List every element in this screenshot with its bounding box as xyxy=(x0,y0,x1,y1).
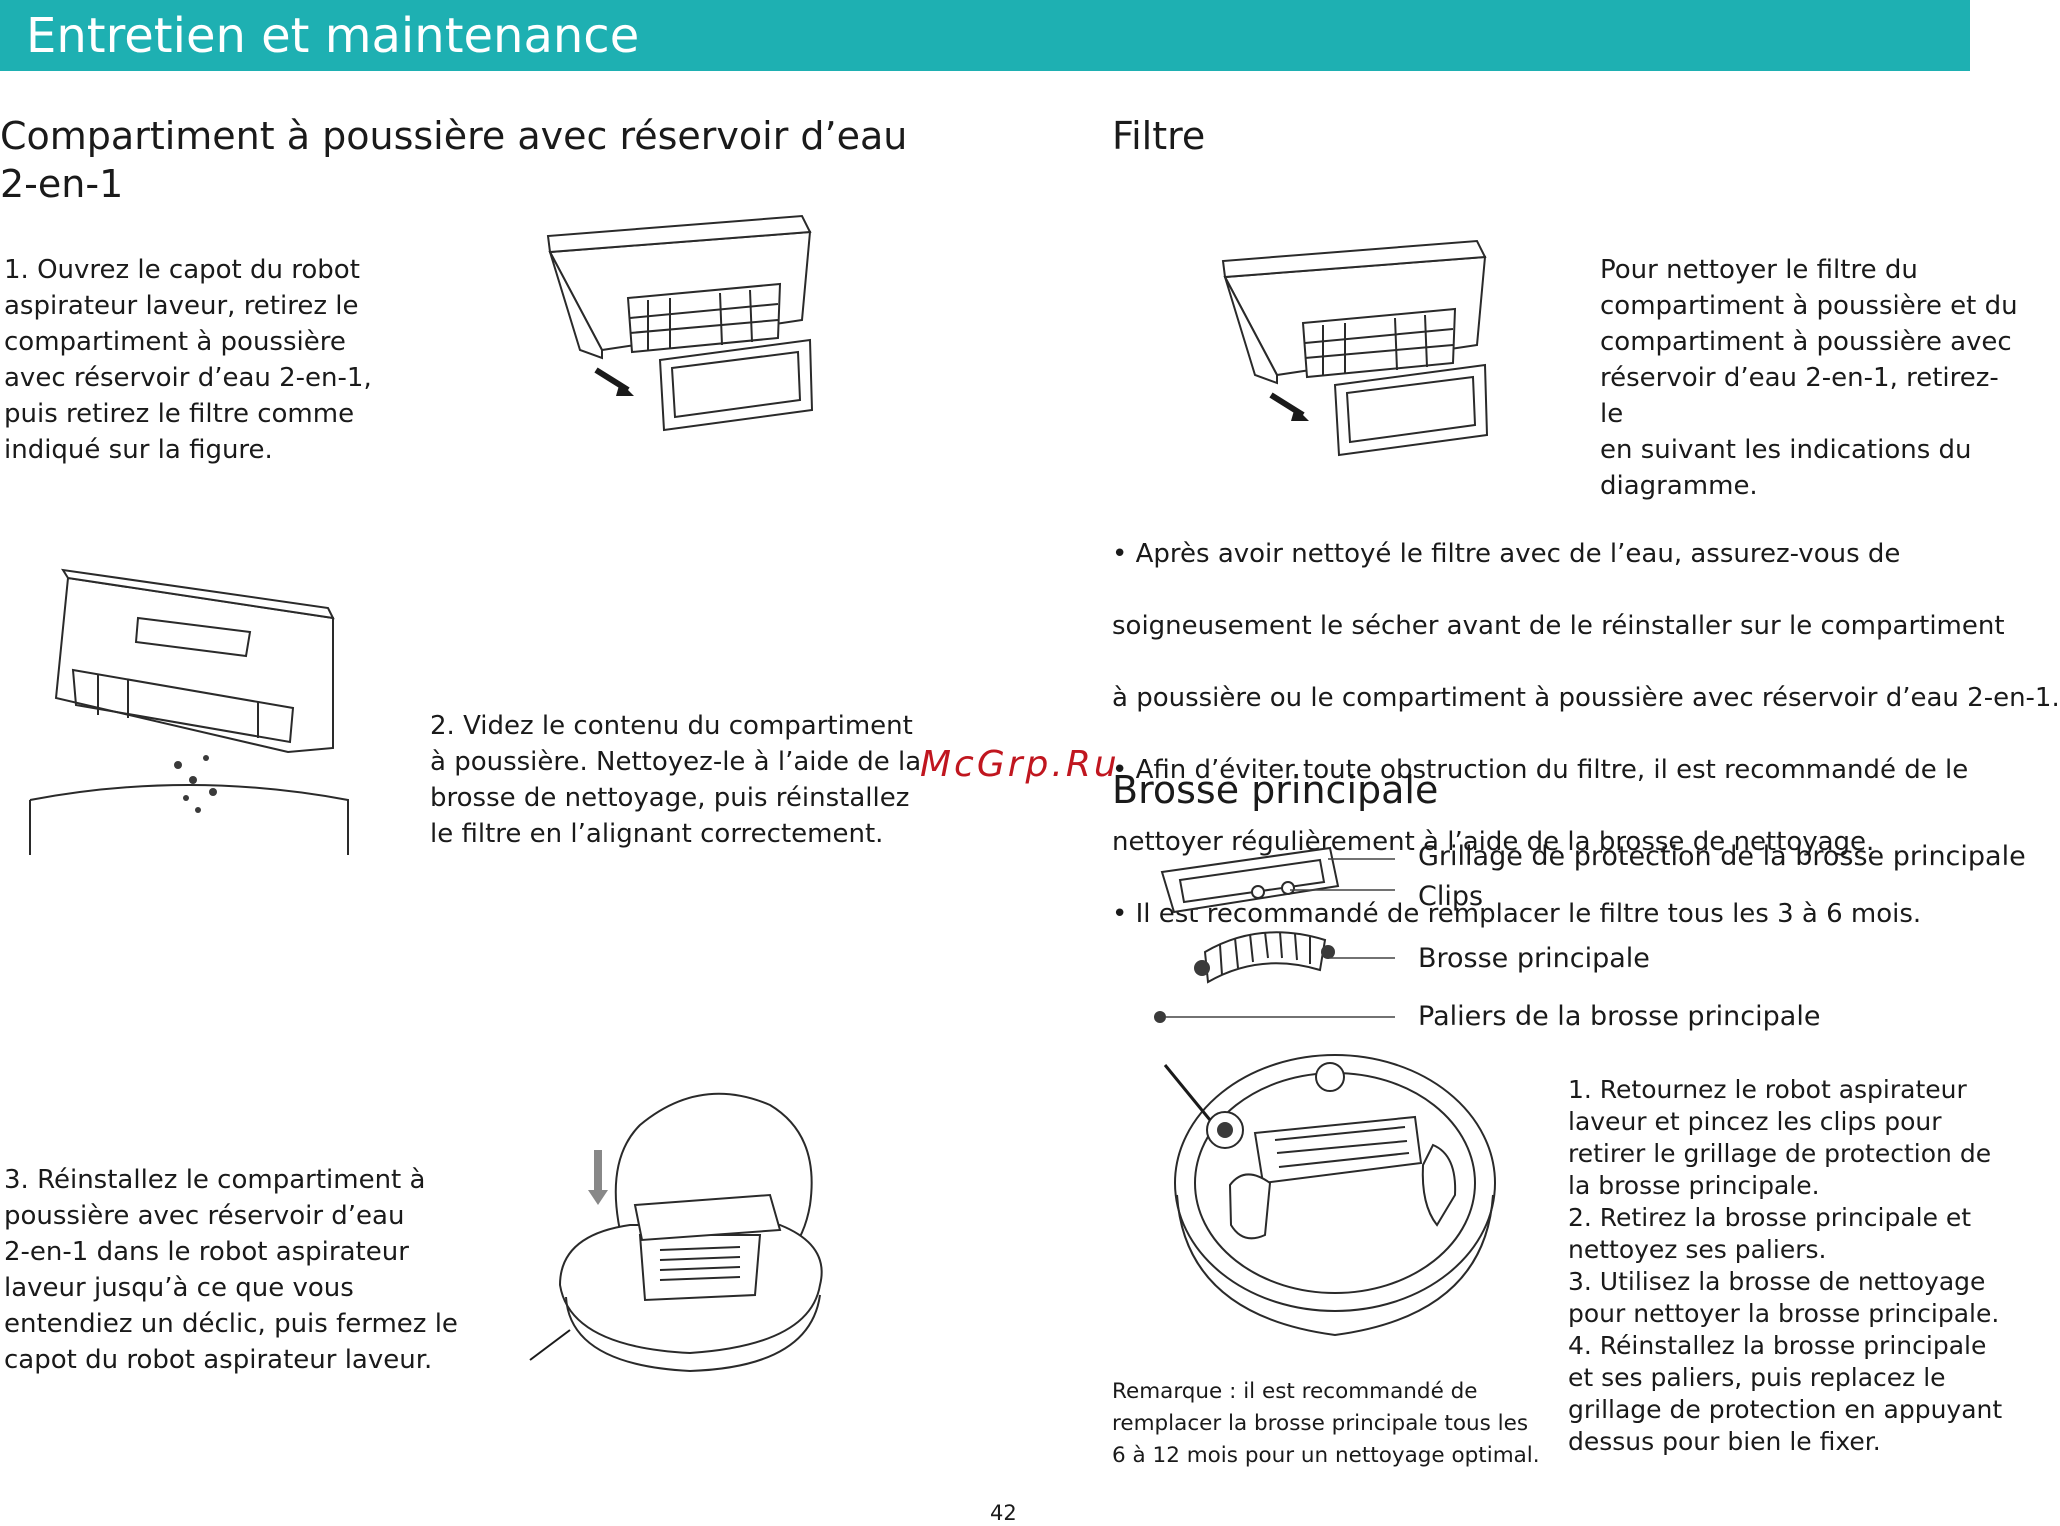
section-heading-filter: Filtre xyxy=(1112,114,1206,158)
page-number: 42 xyxy=(990,1501,1017,1525)
dust-bin-filter-illustration xyxy=(546,214,814,432)
filter-bullet-line: à poussière ou le compartiment à poussiè… xyxy=(1112,683,2060,713)
filter-description: Pour nettoyer le filtre du compartiment … xyxy=(1600,255,2018,501)
brush-parts-illustration xyxy=(1154,846,1340,1023)
filter-removal-illustration xyxy=(1221,239,1489,457)
filter-bullet-line: • Afin d’éviter toute obstruction du fil… xyxy=(1112,755,1969,785)
filter-bullets: • Après avoir nettoyé le filtre avec de … xyxy=(1112,500,2060,968)
step-1-text: 1. Ouvrez le capot du robot aspirateur l… xyxy=(4,255,372,465)
page-title: Entretien et maintenance xyxy=(26,8,640,64)
label-main-brush: Brosse principale xyxy=(1418,943,1650,974)
brush-note: Remarque : il est recommandé de remplace… xyxy=(1112,1379,1540,1468)
step-3-text: 3. Réinstallez le compartiment à poussiè… xyxy=(4,1165,458,1375)
empty-dust-bin-illustration xyxy=(29,568,349,855)
label-brush-cover: Grillage de protection de la brosse prin… xyxy=(1418,841,2026,872)
step-2-text: 2. Videz le contenu du compartiment à po… xyxy=(430,711,922,849)
section-heading-dust-bin-line1: Compartiment à poussière avec réservoir … xyxy=(0,114,908,158)
section-heading-main-brush: Brosse principale xyxy=(1112,768,1439,812)
robot-underside-illustration xyxy=(1163,1054,1496,1337)
section-heading-dust-bin-line2: 2-en-1 xyxy=(0,162,124,206)
filter-bullet-line: nettoyer régulièrement à l’aide de la br… xyxy=(1112,827,1875,857)
filter-bullet-line: • Il est recommandé de remplacer le filt… xyxy=(1112,899,1922,929)
label-brush-bearings: Paliers de la brosse principale xyxy=(1418,1001,1821,1032)
watermark: McGrp.Ru xyxy=(920,744,1120,785)
reinstall-robot-illustration xyxy=(529,1092,823,1373)
brush-steps: 1. Retournez le robot aspirateur laveur … xyxy=(1568,1075,2003,1456)
filter-bullet-line: soigneusement le sécher avant de le réin… xyxy=(1112,611,2005,641)
label-clips: Clips xyxy=(1418,881,1484,912)
filter-bullet-line: • Après avoir nettoyé le filtre avec de … xyxy=(1112,539,1901,569)
header-bar xyxy=(0,0,1970,71)
